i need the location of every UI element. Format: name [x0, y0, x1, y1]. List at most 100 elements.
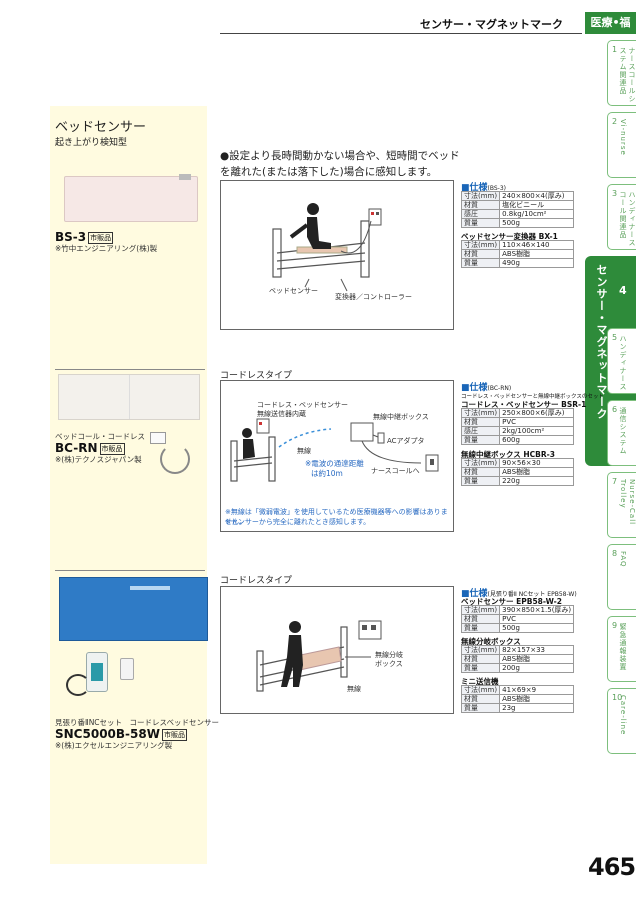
- retail-badge: 市販品: [161, 729, 187, 741]
- label-converter: 変換器／コントローラー: [335, 293, 412, 301]
- bed-sensor-diagram: [272, 203, 382, 292]
- spec-key: 質量: [460, 703, 501, 713]
- table-row: 寸法(mm)250×800×6(厚み): [460, 408, 574, 418]
- table-row: 寸法(mm)390×850×1.5(厚み): [460, 605, 575, 615]
- product-photo-column: [50, 106, 207, 864]
- spec-key: 寸法(mm): [460, 685, 501, 695]
- tab-label: ハンディナースコール関連品: [619, 191, 636, 247]
- spec-value: ABS樹脂: [499, 694, 574, 704]
- range-note-1: ※電波の通達距離: [305, 459, 364, 468]
- spec-value: 200g: [499, 663, 574, 673]
- tab-label: 通信システム: [619, 407, 627, 455]
- header-rule: [220, 33, 582, 34]
- table-row: 寸法(mm)240×800×4(厚み): [460, 191, 574, 201]
- category-badge: 医療•福祉: [585, 12, 636, 51]
- tab-num: 5: [612, 333, 618, 342]
- tab-label: Vi-nurse: [619, 119, 627, 156]
- section-subtitle: 起き上がり検知型: [55, 138, 128, 148]
- spec-heading-model: (BS-3): [487, 185, 506, 192]
- relay-box-image: [150, 432, 166, 444]
- spec-value: 0.8kg/10cm²: [499, 209, 574, 219]
- divider: [55, 369, 205, 370]
- label-wireless: 無線: [297, 447, 311, 455]
- spec-subtitle-3a: ベッドセンサー EPB58-W-2: [461, 597, 562, 606]
- table-row: 寸法(mm)110×46×140: [460, 240, 574, 250]
- spec-value: 600g: [499, 435, 574, 445]
- active-tab-label: センサー・マグネットマーク: [595, 264, 608, 420]
- spec-heading-2: ■仕様(BC-RN): [461, 380, 511, 393]
- spec-value: 500g: [499, 218, 574, 228]
- spec-key: 寸法(mm): [460, 191, 501, 201]
- tab-num: 9: [612, 621, 618, 630]
- label-built-in-transmitter: 無線送信器内蔵: [257, 410, 306, 418]
- pad-connector: [179, 174, 191, 180]
- spec-value: 240×800×4(厚み): [499, 191, 574, 201]
- spec-key: 感圧: [460, 209, 501, 219]
- cordless-diagram: [230, 418, 439, 482]
- label-wireless-3: 無線: [347, 685, 361, 693]
- product-maker-2: ※(株)テクノスジャパン製: [55, 455, 142, 464]
- spec-value: ABS樹脂: [499, 467, 574, 477]
- spec-value: ABS樹脂: [499, 654, 574, 664]
- label-branch-box: 無線分岐: [375, 651, 403, 659]
- spec-value: 90×56×30: [499, 458, 574, 468]
- model-text: BC-RN: [55, 441, 98, 455]
- usage-note: ●設定より長時間動かない場合や、短時間でベッドを離れた(または落下した)場合に感…: [220, 150, 460, 178]
- section-title: ベッドセンサー: [55, 120, 147, 135]
- receiver-image: [86, 652, 108, 692]
- spec-note-text: コードレス・ベッドセンサーと無線中継ボックスのセット: [461, 394, 604, 400]
- model-text: SNC5000B-58W: [55, 727, 160, 741]
- spec-heading-model: (BC-RN): [487, 385, 512, 392]
- spec-subtitle-3b: 無線分岐ボックス: [461, 637, 521, 646]
- spec-key: 感圧: [460, 426, 501, 436]
- detection-note: ※センサーから完全に離れたとき感知します。: [225, 518, 371, 526]
- spec-key: 質量: [460, 258, 501, 268]
- range-note-2: は約10m: [311, 469, 343, 478]
- label-cordless-sensor: コードレス・ベッドセンサー: [257, 401, 348, 409]
- wireless-note: ※無線は「微弱電波」を使用しているため医療機器等への影響はありません。: [225, 508, 448, 526]
- spec-key: 材質: [460, 249, 501, 259]
- spec-heading-model: (見張り番Ⅱ NCセット EPB58-W): [487, 591, 577, 598]
- page-number: 465: [588, 853, 636, 881]
- product-maker-1: ※竹中エンジニアリング(株)製: [55, 244, 158, 253]
- page-header-title: センサー・マグネットマーク: [420, 18, 563, 31]
- tab-label: FAQ: [619, 551, 627, 568]
- pad-label: [130, 586, 170, 590]
- tab-num: 8: [612, 549, 618, 558]
- tab-num: 2: [612, 117, 618, 126]
- product-caption-2: ベッドコール・コードレス: [55, 432, 145, 441]
- spec-value: 220g: [499, 476, 574, 486]
- label-to-nurse-call: ナースコールへ: [371, 467, 420, 475]
- tab-label: 緊急通報装置: [619, 623, 627, 671]
- blue-sensor-pad-image: [59, 577, 208, 641]
- tab-num: 7: [612, 477, 618, 486]
- cordless-pad-image: [58, 374, 200, 420]
- spec-value: 塩化ビニール: [499, 200, 574, 210]
- spec-subtitle-2b: 無線中継ボックス HCBR-3: [461, 450, 555, 459]
- tab-num: 6: [612, 405, 618, 414]
- spec-key: 質量: [460, 476, 501, 486]
